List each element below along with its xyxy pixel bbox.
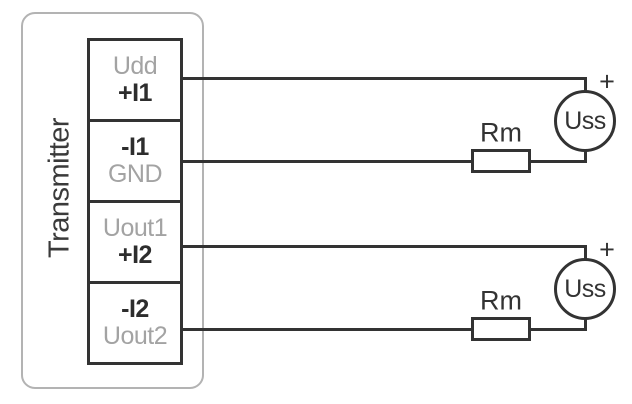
terminal-label-gnd: GND <box>107 160 163 188</box>
wire-circuit1-source-lower-stub <box>584 150 587 163</box>
terminal-cell-4: -I2 Uout2 <box>90 281 180 362</box>
voltage-source-2: Uss <box>554 258 616 320</box>
resistor-1 <box>471 149 531 173</box>
resistor-2-label: Rm <box>480 285 522 316</box>
voltage-source-1: Uss <box>554 90 616 152</box>
wire-circuit1-return-right <box>530 160 587 163</box>
transmitter-label: Transmitter <box>43 117 76 259</box>
terminal-label-udd: Udd <box>112 52 158 80</box>
terminal-cell-1: Udd +I1 <box>90 41 180 119</box>
wire-circuit1-return-left <box>183 160 473 163</box>
terminal-label-minus-i1: -I1 <box>121 133 149 161</box>
wire-circuit2-return-right <box>530 328 587 331</box>
terminal-label-uout2: Uout2 <box>102 322 168 350</box>
terminal-cell-2: -I1 GND <box>90 119 180 200</box>
voltage-source-1-label: Uss <box>564 106 606 135</box>
voltage-source-2-plus-sign: + <box>599 234 615 265</box>
terminal-block: Udd +I1 -I1 GND Uout1 +I2 -I2 Uout2 <box>87 38 183 365</box>
resistor-1-label: Rm <box>480 117 522 148</box>
terminal-cell-3: Uout1 +I2 <box>90 200 180 281</box>
voltage-source-1-plus-sign: + <box>599 66 615 97</box>
resistor-2 <box>471 317 531 341</box>
voltage-source-2-label: Uss <box>564 274 606 303</box>
wire-circuit2-top <box>183 245 587 248</box>
transmitter-outline <box>21 12 204 389</box>
terminal-label-uout1: Uout1 <box>102 214 168 242</box>
wire-circuit2-return-left <box>183 328 473 331</box>
terminal-label-plus-i1: +I1 <box>118 79 152 107</box>
wire-circuit1-top <box>183 77 587 80</box>
wire-circuit1-source-upper-stub <box>584 77 587 92</box>
terminal-label-plus-i2: +I2 <box>118 241 152 269</box>
wire-circuit2-source-upper-stub <box>584 245 587 260</box>
terminal-label-minus-i2: -I2 <box>121 295 149 323</box>
wire-circuit2-source-lower-stub <box>584 318 587 331</box>
